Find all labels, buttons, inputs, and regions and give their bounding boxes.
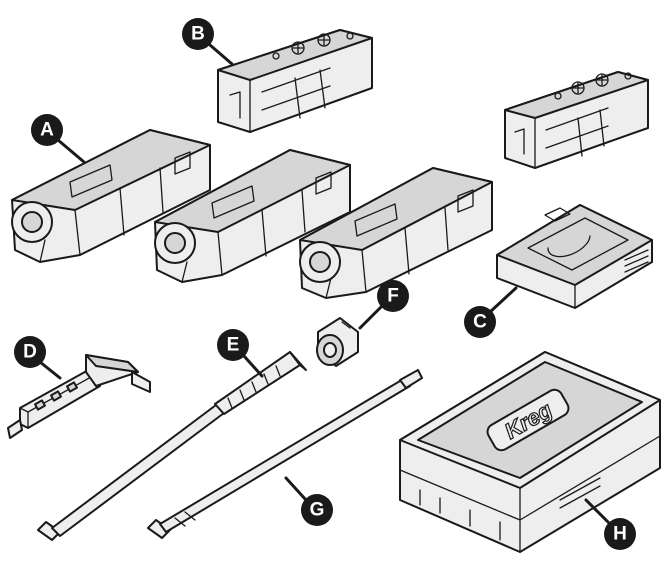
callout-e-label: E xyxy=(227,335,240,356)
part-a-drill-guide-2 xyxy=(154,149,351,283)
part-g-driver-bit xyxy=(147,369,423,539)
callout-c-label: C xyxy=(473,312,487,333)
callout-b: B xyxy=(182,18,234,66)
part-e-drill-bit xyxy=(37,351,307,541)
part-b-guide-block xyxy=(217,29,373,133)
callout-g-label: G xyxy=(310,500,325,521)
callout-d: D xyxy=(14,336,62,380)
part-b-guide-block-copy xyxy=(504,71,649,169)
callout-d-label: D xyxy=(23,342,37,363)
callout-f: F xyxy=(358,280,409,330)
callout-e: E xyxy=(217,329,264,378)
part-c-base-plate xyxy=(496,204,653,309)
callout-b-label: B xyxy=(191,24,205,45)
part-f-stop-collar xyxy=(316,317,359,367)
part-a-drill-guide-3 xyxy=(299,167,493,299)
part-a-drill-guide-1 xyxy=(11,129,211,263)
callout-h-label: H xyxy=(613,524,627,545)
callout-h: H xyxy=(584,498,636,550)
part-d-setup-gauge xyxy=(7,354,151,439)
callout-a: A xyxy=(31,114,86,164)
part-h-storage-case: Kreg xyxy=(399,351,661,553)
callout-a-label: A xyxy=(40,120,54,141)
callout-c: C xyxy=(464,286,518,338)
callout-g: G xyxy=(284,476,333,526)
callout-f-label: F xyxy=(387,286,399,307)
